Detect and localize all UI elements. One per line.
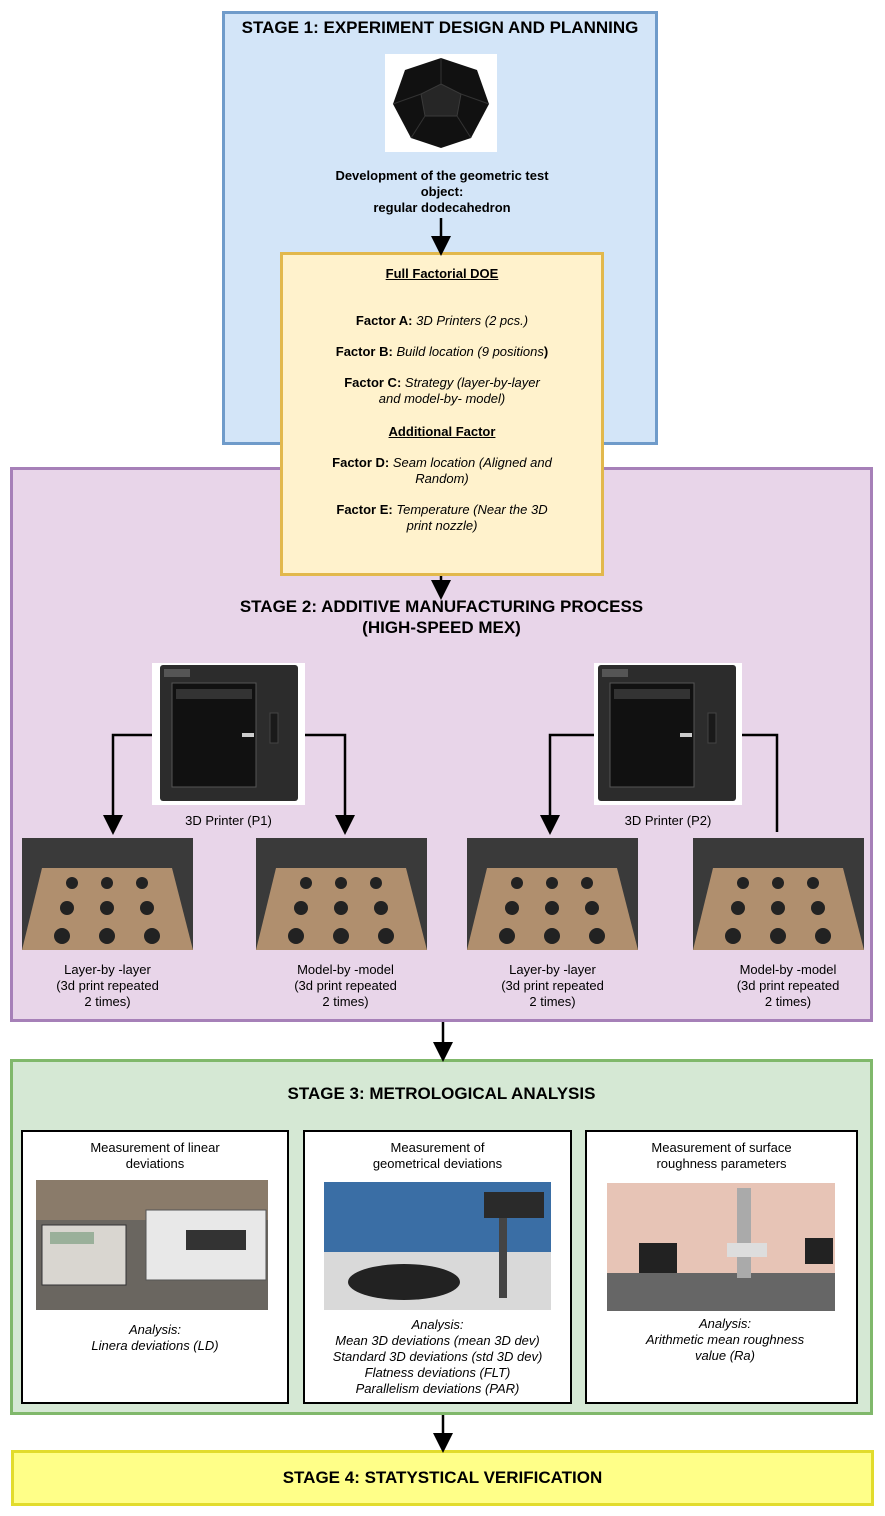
- linear-analysis-text: Analysis:Linera deviations (LD): [91, 1322, 219, 1353]
- line-p2-model: [742, 733, 779, 832]
- object-caption: Development of the geometric test object…: [300, 168, 584, 216]
- factor-a: Factor A: 3D Printers (2 pcs.): [355, 313, 529, 328]
- build-plate-p2-model-image: [693, 838, 864, 950]
- stage2-title-line2: (HIGH-SPEED MEX): [362, 618, 521, 637]
- arrow-p1-model: [305, 733, 355, 835]
- stage1-title: STAGE 1: EXPERIMENT DESIGN AND PLANNING: [241, 18, 639, 37]
- dodecahedron-image: [385, 54, 497, 152]
- object-caption-line2: object:: [420, 184, 464, 199]
- stage2-title-line1: STAGE 2: ADDITIVE MANUFACTURING PROCESS: [239, 597, 644, 616]
- object-caption-line1: Development of the geometric test: [335, 168, 549, 183]
- printer-p2-label: 3D Printer (P2): [624, 813, 712, 828]
- doe-box: [280, 252, 604, 576]
- arrow-p2-layer: [540, 733, 594, 835]
- stage2-title: STAGE 2: ADDITIVE MANUFACTURING PROCESS …: [10, 596, 873, 638]
- profilometer-image: [607, 1183, 835, 1311]
- printer-p1-label: 3D Printer (P1): [185, 813, 272, 828]
- doe-content: Full Factorial DOE Factor A: 3D Printers…: [283, 266, 601, 534]
- geometrical-analysis-text: Analysis:Mean 3D deviations (mean 3D dev…: [332, 1317, 543, 1396]
- build-plate-p1-layer-image: [22, 838, 193, 950]
- linear-measuring-device-image: [36, 1180, 268, 1310]
- stage4-title: STAGE 4: STATYSTICAL VERIFICATION: [282, 1468, 603, 1487]
- build-plate-p1-model-image: [256, 838, 427, 950]
- printer-p1-image: [152, 663, 305, 805]
- 3d-scanner-image: [324, 1182, 551, 1310]
- printer-p2-image: [594, 663, 742, 805]
- additional-factor-heading: Additional Factor: [388, 424, 496, 439]
- arrow-p1-layer: [103, 733, 152, 835]
- object-caption-line3: regular dodecahedron: [373, 200, 511, 215]
- stage3-title: STAGE 3: METROLOGICAL ANALYSIS: [287, 1084, 596, 1103]
- doe-heading: Full Factorial DOE: [385, 266, 499, 281]
- stage4-panel: [11, 1450, 874, 1506]
- build-plate-p2-layer-image: [467, 838, 638, 950]
- factor-b: Factor B: Build location (9 positions): [335, 344, 549, 359]
